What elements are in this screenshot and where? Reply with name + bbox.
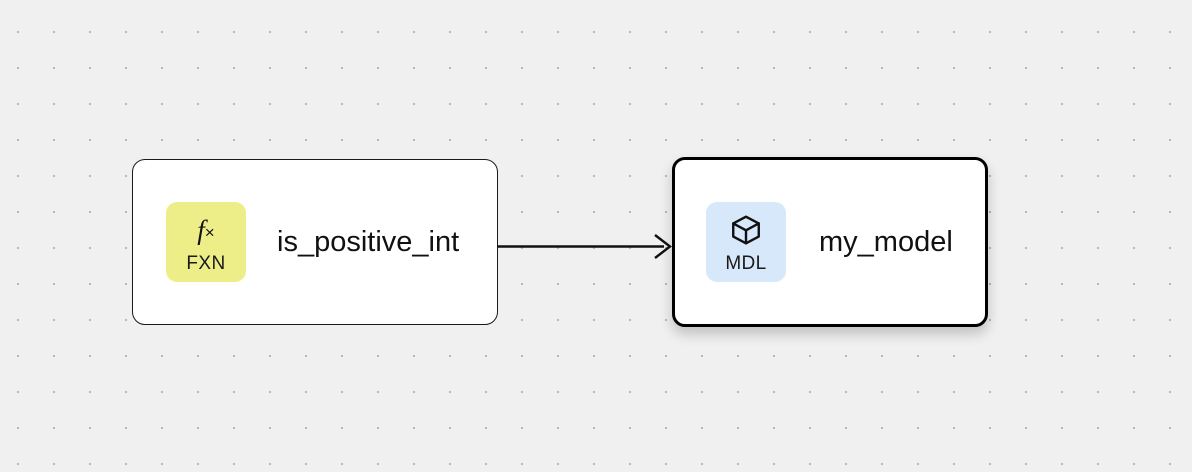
node-badge-mdl: MDL	[706, 202, 786, 282]
function-icon-glyph: f	[197, 214, 205, 245]
node-badge-abbr-mdl: MDL	[725, 253, 767, 274]
node-my-model[interactable]: MDL my_model	[672, 157, 988, 327]
node-title-my-model: my_model	[819, 225, 953, 258]
cube-icon	[729, 211, 763, 249]
node-badge-fxn: f× FXN	[166, 202, 246, 282]
edge-arrowhead-icon	[654, 234, 672, 259]
node-title-is-positive-int: is_positive_int	[277, 225, 460, 258]
cube-icon-svg	[732, 215, 760, 245]
function-icon-times: ×	[204, 222, 215, 242]
function-icon: f×	[197, 211, 214, 249]
node-badge-abbr-fxn: FXN	[186, 253, 226, 274]
edge-fxn-to-mdl[interactable]	[497, 234, 672, 259]
node-is-positive-int[interactable]: f× FXN is_positive_int	[132, 159, 498, 325]
